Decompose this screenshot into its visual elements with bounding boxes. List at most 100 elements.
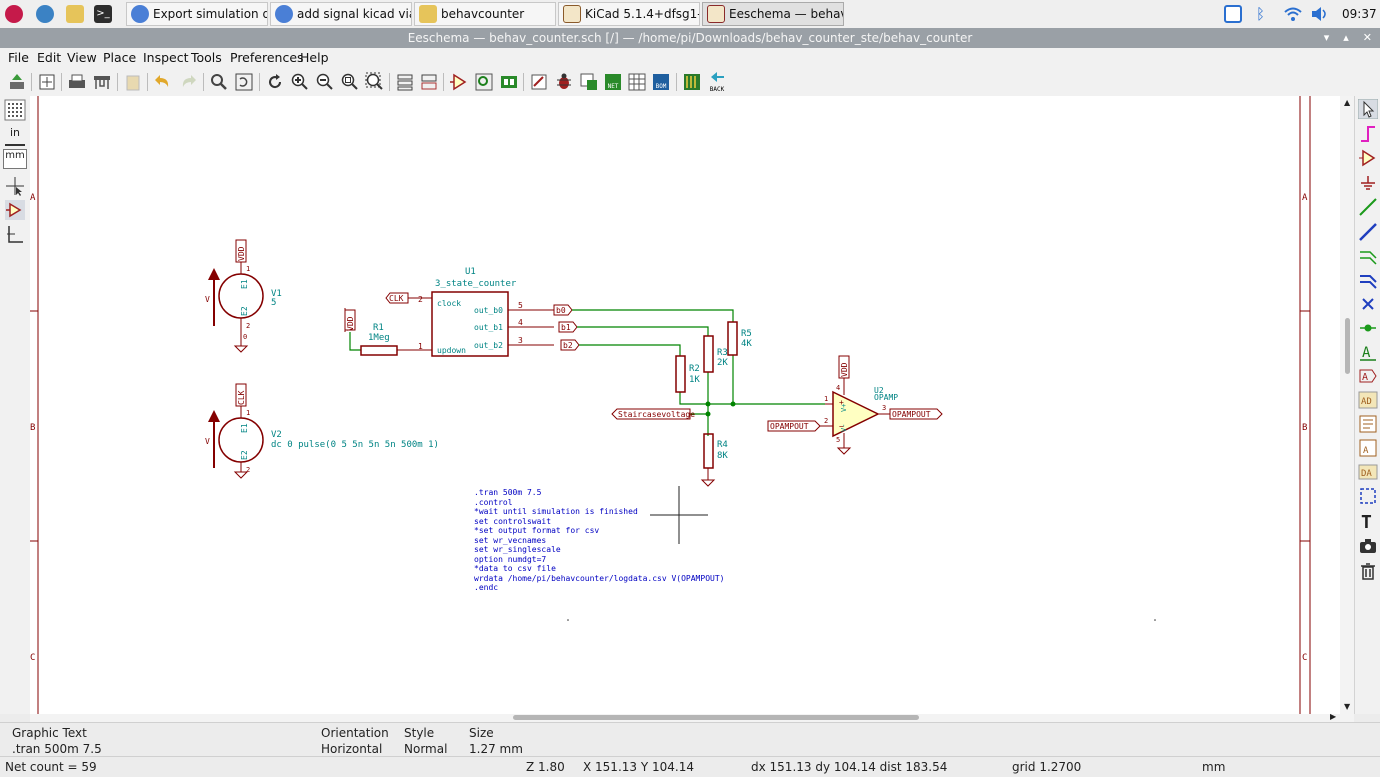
task-add-signal[interactable]: add signal kicad via ... [270,2,412,26]
menu-view[interactable]: View [67,50,97,65]
refresh-icon[interactable] [265,72,285,92]
resistor-r5[interactable]: R5 4K [727,321,752,356]
horizontal-scrollbar[interactable]: ▶ [30,712,1354,722]
bom-icon[interactable]: BOM [651,72,671,92]
add-label-icon[interactable]: A [1358,342,1378,362]
add-junction-icon[interactable] [1358,318,1378,338]
add-graphic-line-icon[interactable] [1358,486,1378,506]
menu-edit[interactable]: Edit [37,50,62,65]
vertical-scroll-thumb[interactable] [1345,318,1350,374]
window-titlebar[interactable]: Eeschema — behav_counter.sch [/] — /home… [0,28,1380,48]
terminal-icon[interactable]: >_ [94,2,112,26]
voltage-source-v2[interactable]: CLK 1 2 E1 E2 V V2 dc 0 pulse(0 5 5n 5n … [205,383,439,479]
no-connect-icon[interactable] [1358,294,1378,314]
opamp-input-label[interactable]: OPAMPOUT [767,420,821,432]
add-power-icon[interactable] [1358,173,1378,193]
fields-editor-icon[interactable] [579,72,599,92]
clock[interactable]: 09:37 [1342,2,1377,26]
zoom-fit-icon[interactable] [340,72,360,92]
bus-to-bus-entry-icon[interactable] [1358,270,1378,290]
zoom-in-icon[interactable] [290,72,310,92]
add-wire-icon[interactable] [1358,197,1378,217]
undo-icon[interactable] [153,72,173,92]
add-hierarchical-label-icon[interactable]: AD [1358,390,1378,410]
wire-to-bus-entry-icon[interactable] [1358,246,1378,266]
task-behavcounter[interactable]: behavcounter [414,2,556,26]
back-icon[interactable]: BACK [706,71,728,93]
opamp-output-label[interactable]: OPAMPOUT [889,408,943,420]
leave-sheet-icon[interactable] [419,72,439,92]
counter-u1[interactable]: U1 3_state_counter clock updown 2 1 out_… [418,267,554,357]
select-arrow-icon[interactable] [1358,99,1378,119]
resistor-r1[interactable]: VDD R1 1Meg [344,308,432,356]
zoom-out-icon[interactable] [315,72,335,92]
plot-icon[interactable] [92,72,112,92]
add-global-label-icon[interactable]: A [1358,366,1378,386]
scroll-right-icon[interactable]: ▶ [1330,712,1337,721]
menu-preferences[interactable]: Preferences [230,50,304,65]
clk-label[interactable]: CLK [385,292,432,304]
vertical-scrollbar[interactable]: ▲ ▼ [1340,96,1354,714]
voltage-source-v1[interactable]: VDD 1 2 E1 E2 0 V V1 5 [205,239,282,353]
units-inches-button[interactable]: in [5,126,25,146]
print-icon[interactable] [67,72,87,92]
cursor-shape-icon[interactable] [5,176,25,196]
volume-icon[interactable] [1310,2,1330,26]
bluetooth-icon[interactable]: ᛒ [1256,5,1266,23]
resistor-r3[interactable]: R3 2K [703,335,728,373]
horizontal-scroll-thumb[interactable] [513,715,919,720]
raspberry-menu-icon[interactable] [5,2,23,26]
footprint-assign-icon[interactable] [627,72,647,92]
menu-tools[interactable]: Tools [191,50,222,65]
spice-directives[interactable]: .tran 500m 7.5 .control *wait until simu… [474,488,724,592]
grid-toggle-icon[interactable] [4,99,26,121]
page-settings-icon[interactable] [37,72,57,92]
find-replace-icon[interactable] [234,72,254,92]
web-browser-icon[interactable] [36,2,54,26]
units-mm-button[interactable]: mm [3,149,27,169]
erc-icon[interactable] [529,72,549,92]
add-sheet-pin-icon[interactable]: DA [1358,462,1378,482]
add-image-icon[interactable] [1358,536,1378,556]
add-bus-icon[interactable] [1358,222,1378,242]
resistor-r4[interactable]: R4 8K [700,433,728,487]
import-sheet-pin-icon[interactable]: A [1358,438,1378,458]
delete-item-icon[interactable] [1358,561,1378,581]
highlight-net-icon[interactable] [1358,124,1378,144]
schematic-canvas[interactable]: A B C A B C VDD 1 2 E1 E2 0 V V1 5 [30,96,1340,714]
redo-icon[interactable] [178,72,198,92]
paste-icon[interactable] [123,72,143,92]
pcbnew-icon[interactable] [682,72,702,92]
task-eeschema[interactable]: Eeschema — behav_c... [702,2,844,26]
add-sheet-icon[interactable] [1358,414,1378,434]
add-text-icon[interactable]: T [1358,511,1378,531]
opamp-u2[interactable]: VDD + − V+ V- 1 2 3 4 5 U2 OPAMP [820,355,898,455]
task-kicad[interactable]: KiCad 5.1.4+dfsg1-1... [558,2,700,26]
scroll-down-icon[interactable]: ▼ [1344,702,1351,711]
minimize-icon[interactable]: ▾ [1323,31,1330,44]
hidden-pins-icon[interactable] [5,200,25,220]
file-manager-icon[interactable] [66,2,84,26]
task-export-simulation[interactable]: Export simulation dat... [126,2,268,26]
menu-place[interactable]: Place [103,50,137,65]
menu-help[interactable]: Help [300,50,329,65]
zoom-selection-icon[interactable] [365,72,385,92]
resistor-r2[interactable]: R2 1K [675,355,700,393]
close-icon[interactable]: ✕ [1362,31,1372,44]
maximize-icon[interactable]: ▴ [1343,31,1349,44]
add-symbol-icon[interactable] [1358,148,1378,168]
menu-inspect[interactable]: Inspect [143,50,189,65]
find-icon[interactable] [209,72,229,92]
simulator-icon[interactable] [554,72,574,92]
menu-file[interactable]: File [8,50,29,65]
symbol-browser-icon[interactable] [474,72,494,92]
symbol-editor-icon[interactable] [449,72,469,92]
orthogonal-wire-icon[interactable] [5,224,25,244]
hierarchy-navigator-icon[interactable] [395,72,415,92]
wifi-icon[interactable] [1284,2,1302,26]
schematic-setup-icon[interactable] [7,72,27,92]
scroll-up-icon[interactable]: ▲ [1344,98,1351,107]
annotate-icon[interactable] [499,72,519,92]
vnc-icon[interactable] [1224,2,1242,26]
staircase-voltage-label[interactable]: Staircasevoltage [611,408,695,420]
